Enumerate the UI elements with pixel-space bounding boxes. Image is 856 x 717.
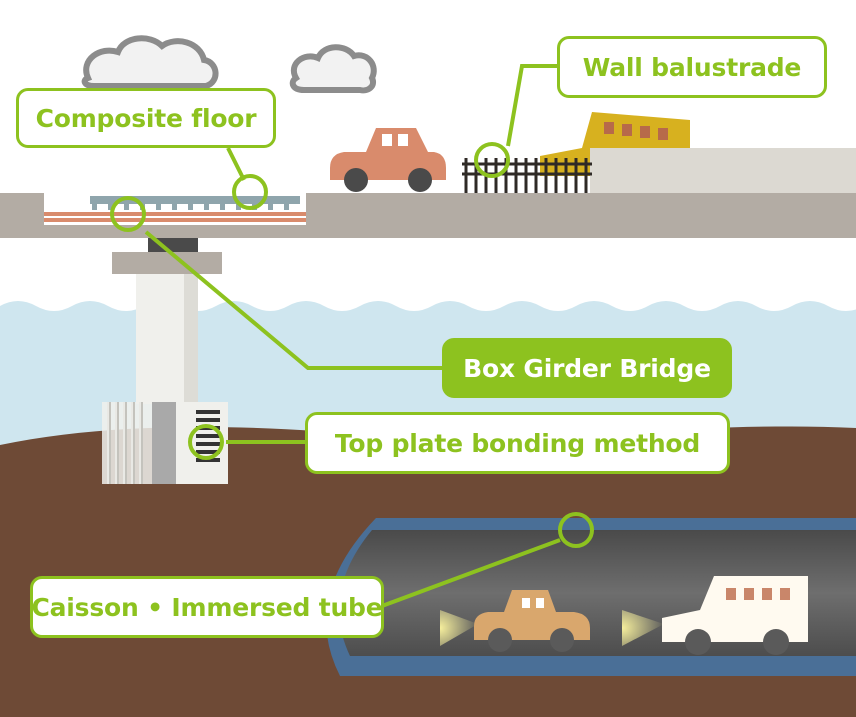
- label-top-plate-bonding-method: Top plate bonding method: [305, 412, 730, 474]
- box-girder-marker: [110, 196, 146, 232]
- bus-in-tunnel: [662, 576, 808, 655]
- wall-balustrade-fence: [462, 158, 592, 193]
- car-in-tunnel: [474, 590, 590, 652]
- bus-headlight-beam: [622, 610, 664, 646]
- label-caisson-immersed-tube: Caisson • Immersed tube: [30, 576, 384, 638]
- marker-rings: [110, 142, 594, 548]
- composite-floor-marker: [232, 174, 268, 210]
- cloud-left: [81, 35, 219, 89]
- leader-lines: [144, 64, 561, 608]
- label-wall-balustrade: Wall balustrade: [557, 36, 827, 98]
- shore-building: [590, 148, 856, 196]
- car-headlight-beam: [440, 610, 478, 646]
- immersed-tube-marker: [558, 512, 594, 548]
- bridge-pier: [102, 238, 228, 484]
- top-plate-marker: [188, 424, 224, 460]
- wall-balustrade-marker: [474, 142, 510, 178]
- car-on-bridge: [330, 128, 446, 192]
- label-composite-floor: Composite floor: [16, 88, 276, 148]
- label-box-girder-bridge: Box Girder Bridge: [442, 338, 732, 398]
- cloud-right: [289, 44, 377, 94]
